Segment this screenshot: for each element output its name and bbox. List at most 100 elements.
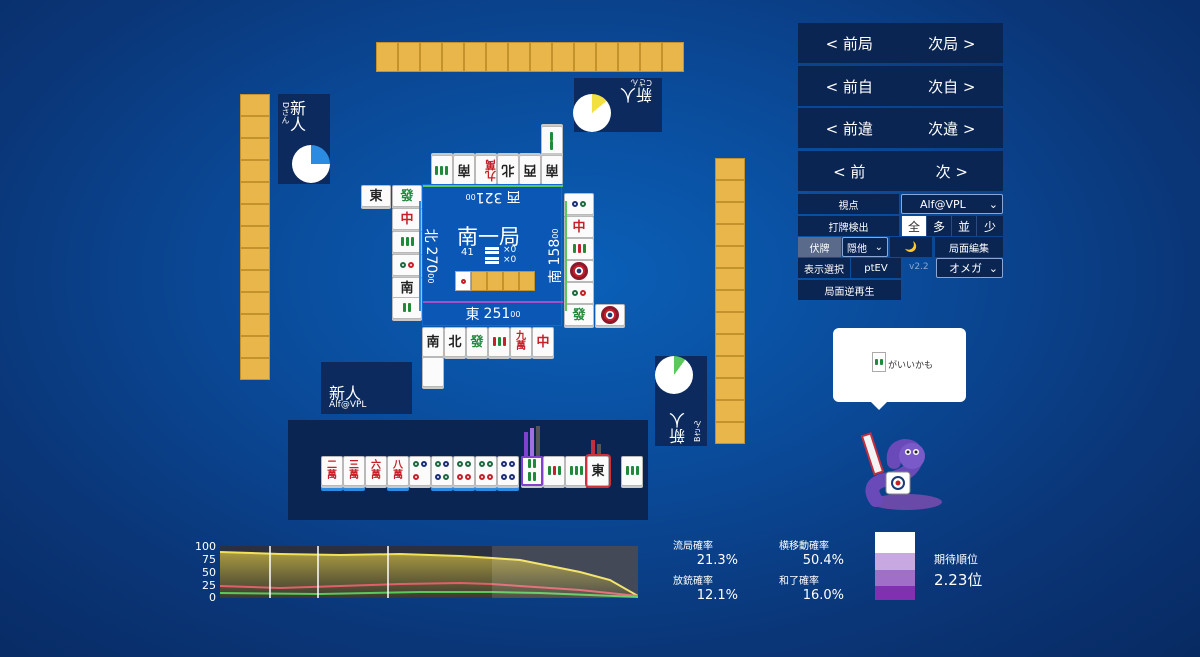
detect-option-many[interactable]: 多 — [926, 216, 951, 236]
tiles-left: 41 — [461, 247, 474, 258]
self-discard-tile: 中 — [532, 327, 554, 357]
right-discard-tile: 發 — [564, 304, 594, 326]
right-discard-tile — [564, 282, 594, 304]
round-label: 南一局 — [457, 225, 520, 249]
left-score: 270 — [423, 246, 439, 274]
y-tick: 75 — [202, 553, 216, 566]
self-discard-tile: 發 — [466, 327, 488, 357]
left-discard-tile — [392, 254, 422, 276]
y-tick: 50 — [202, 566, 216, 579]
viewpoint-select[interactable]: Alf@VPL⌄ — [901, 194, 1003, 214]
left-discard-tile: 東 — [361, 185, 391, 207]
self-discard-empty-slot — [422, 357, 444, 387]
top-wall — [376, 42, 684, 72]
top-discard-tile: 南 — [541, 155, 563, 185]
detect-option-normal[interactable]: 並 — [951, 216, 976, 236]
moon-icon[interactable]: 🌙 — [890, 237, 932, 257]
self-score-small: 00 — [510, 309, 521, 319]
right-discard-tile — [564, 260, 594, 282]
left-discard-tile: 中 — [392, 208, 422, 230]
next-self-button[interactable]: 次自 > — [928, 77, 976, 96]
hand-tile[interactable] — [409, 456, 431, 486]
riichi-count: 0 — [510, 255, 517, 265]
hand-tile[interactable]: 六萬 — [365, 456, 387, 486]
hand-tile[interactable]: 二萬 — [321, 456, 343, 486]
eval-bar — [597, 444, 601, 456]
advice-tile — [872, 352, 886, 372]
hand-tile[interactable] — [475, 456, 497, 486]
next-button[interactable]: 次 > — [935, 162, 968, 181]
version-text: v2.2 — [909, 262, 929, 272]
top-discard-tile: 西 — [519, 155, 541, 185]
prev-diff-button[interactable]: < 前違 — [825, 119, 873, 138]
left-discard-tile — [392, 231, 422, 253]
right-score: 158 — [547, 238, 563, 266]
mode-select[interactable]: オメガ⌄ — [936, 258, 1003, 278]
advice-text: がいいかも — [888, 361, 934, 371]
hand-tile[interactable] — [431, 456, 453, 486]
hand-tile[interactable] — [453, 456, 475, 486]
top-discard-tile: 南 — [453, 155, 475, 185]
center-info-panel: 西 321 00 南一局 41 ×0 ×0 東 251 00 北 270 00 … — [419, 184, 567, 326]
next-round-button[interactable]: 次局 > — [928, 34, 976, 53]
left-score-small: 00 — [426, 273, 436, 284]
top-score-wind: 西 — [506, 188, 521, 204]
diff-nav: < 前違 次違 > — [798, 108, 1003, 148]
yokoido-value: 50.4% — [802, 553, 844, 568]
self-discard-tile: 北 — [444, 327, 466, 357]
prev-self-button[interactable]: < 前自 — [825, 77, 873, 96]
chevron-down-icon: ⌄ — [988, 197, 998, 211]
hidden-tiles-select[interactable]: 隠他⌄ — [842, 237, 888, 257]
houjuu-value: 12.1% — [696, 588, 738, 603]
advice-bubble: がいいかも — [833, 328, 966, 410]
riichi-stick-icon — [485, 257, 499, 260]
detect-option-few[interactable]: 少 — [976, 216, 1003, 236]
hand-tile-selected[interactable] — [521, 456, 543, 486]
left-discard-tile: 南 — [392, 277, 422, 299]
right-score-wind: 南 — [548, 269, 564, 284]
top-player-id: Cさん — [630, 78, 652, 87]
edit-position-button[interactable]: 局面編集 — [935, 237, 1003, 257]
detect-option-all[interactable]: 全 — [901, 216, 926, 236]
agari-value: 16.0% — [802, 588, 844, 603]
display-select-button[interactable]: 表示選択 — [798, 258, 850, 278]
right-player-pie — [655, 356, 693, 394]
ryukyoku-label: 流局確率 — [673, 541, 713, 552]
chevron-down-icon: ⌄ — [874, 241, 883, 253]
top-score-small: 00 — [465, 192, 476, 202]
right-wall — [715, 158, 745, 444]
drawn-tile[interactable] — [621, 456, 643, 486]
graph-y-axis: 100 75 50 25 0 — [188, 540, 216, 604]
hand-tile[interactable] — [543, 456, 565, 486]
y-tick: 25 — [202, 579, 216, 592]
eval-bar — [530, 428, 534, 456]
round-nav: < 前局 次局 > — [798, 23, 1003, 63]
probability-graph[interactable] — [220, 546, 638, 598]
reverse-play-button[interactable]: 局面逆再生 — [798, 280, 901, 300]
hand-tile[interactable] — [497, 456, 519, 486]
chevron-down-icon: ⌄ — [988, 261, 998, 275]
hand-tile[interactable]: 東 — [585, 454, 611, 488]
right-discard-tile — [564, 238, 594, 260]
hidden-tiles-label: 伏牌 — [798, 237, 841, 257]
y-tick: 0 — [209, 591, 216, 604]
honba-count: 0 — [510, 245, 517, 255]
left-wall — [240, 94, 270, 380]
top-discard-tile: 北 — [497, 155, 519, 185]
self-nav: < 前自 次自 > — [798, 66, 1003, 106]
self-discard-tile: 九萬 — [510, 327, 532, 357]
rank-value: 2.23位 — [934, 571, 983, 589]
ptev-button[interactable]: ptEV — [851, 258, 901, 278]
self-discard-tile: 南 — [422, 327, 444, 357]
eval-bar — [524, 432, 528, 456]
dora-indicator — [455, 271, 535, 291]
hand-tile[interactable]: 三萬 — [343, 456, 365, 486]
mascot-snake-image — [860, 432, 942, 510]
top-discard-tile — [541, 126, 563, 156]
hand-tile[interactable] — [565, 456, 587, 486]
prev-button[interactable]: < 前 — [833, 162, 866, 181]
hand-tile[interactable]: 八萬 — [387, 456, 409, 486]
y-tick: 100 — [195, 540, 216, 553]
prev-round-button[interactable]: < 前局 — [825, 34, 873, 53]
next-diff-button[interactable]: 次違 > — [928, 119, 976, 138]
